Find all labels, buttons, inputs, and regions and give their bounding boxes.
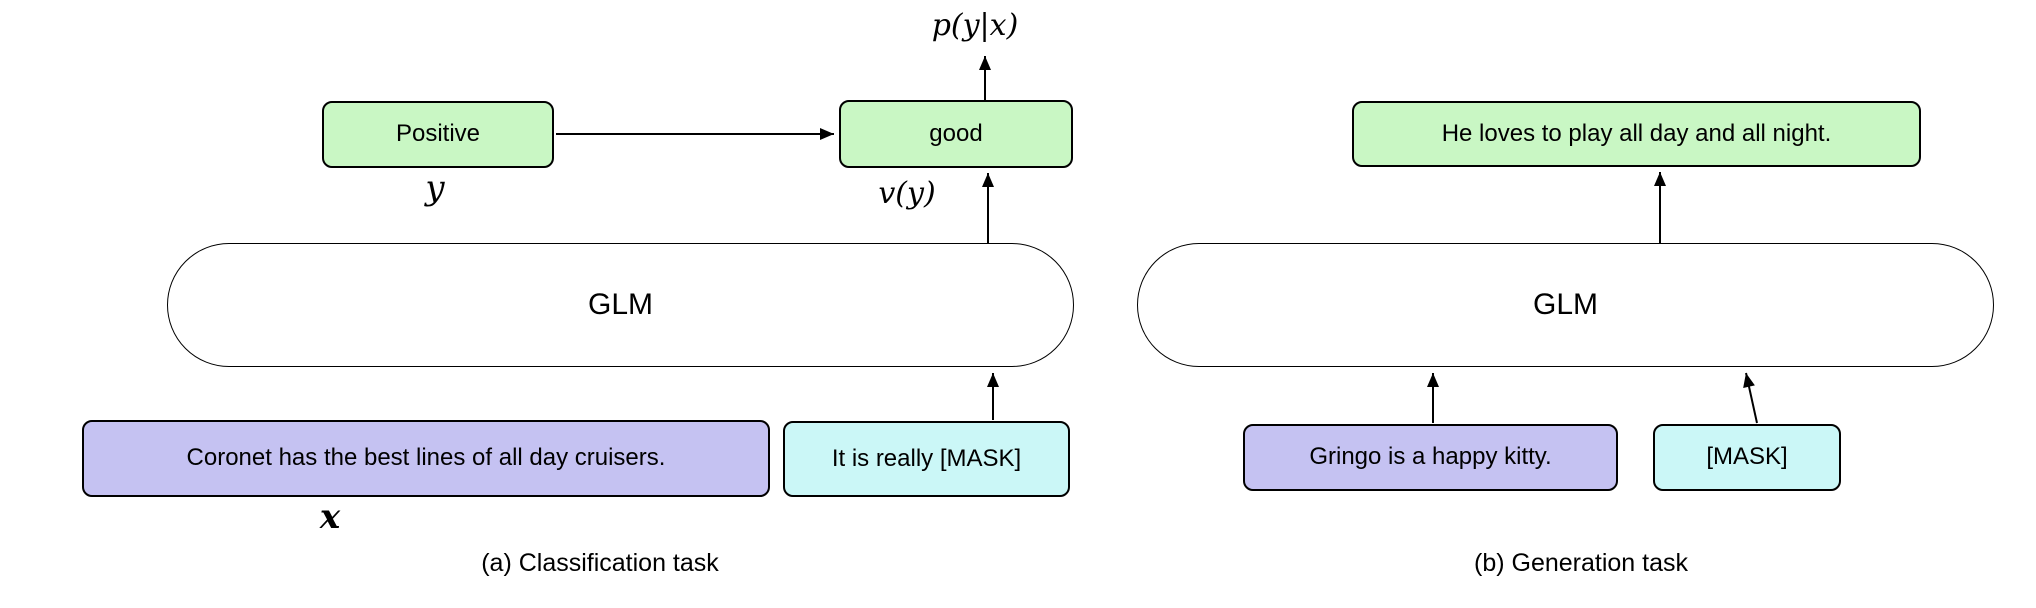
mask-token-box-b: [MASK] (1653, 424, 1841, 491)
class-label-text: Positive (395, 120, 481, 148)
input-var-label: x (319, 497, 341, 537)
glm-model-a: GLM (167, 243, 1074, 367)
caption-a: (a) Classification task (481, 549, 719, 577)
glm-model-a-text: GLM (587, 288, 653, 321)
verbalizer-box: good (839, 100, 1073, 168)
input-sentence-box-a: Coronet has the best lines of all day cr… (82, 420, 770, 497)
glm-model-b: GLM (1137, 243, 1994, 367)
verbalizer-var-label: v(y) (878, 176, 936, 211)
arrow-mask-to-glm-b (1743, 372, 1758, 424)
generated-output-box: He loves to play all day and all night. (1352, 101, 1921, 167)
caption-b: (b) Generation task (1474, 549, 1688, 577)
prompt-mask-box-a: It is really [MASK] (783, 421, 1070, 497)
prompt-mask-text-a: It is really [MASK] (831, 444, 1022, 472)
class-var-label: y (425, 168, 445, 208)
generated-output-text: He loves to play all day and all night. (1441, 119, 1832, 147)
input-sentence-text-a: Coronet has the best lines of all day cr… (186, 444, 666, 472)
glm-model-b-text: GLM (1532, 288, 1598, 321)
verbalizer-text: good (929, 119, 983, 147)
probability-label: p(y|x) (931, 8, 1019, 43)
input-sentence-box-b: Gringo is a happy kitty. (1243, 424, 1618, 491)
mask-token-text-b: [MASK] (1706, 443, 1788, 471)
class-label-box: Positive (322, 101, 554, 168)
input-sentence-text-b: Gringo is a happy kitty. (1309, 443, 1552, 471)
